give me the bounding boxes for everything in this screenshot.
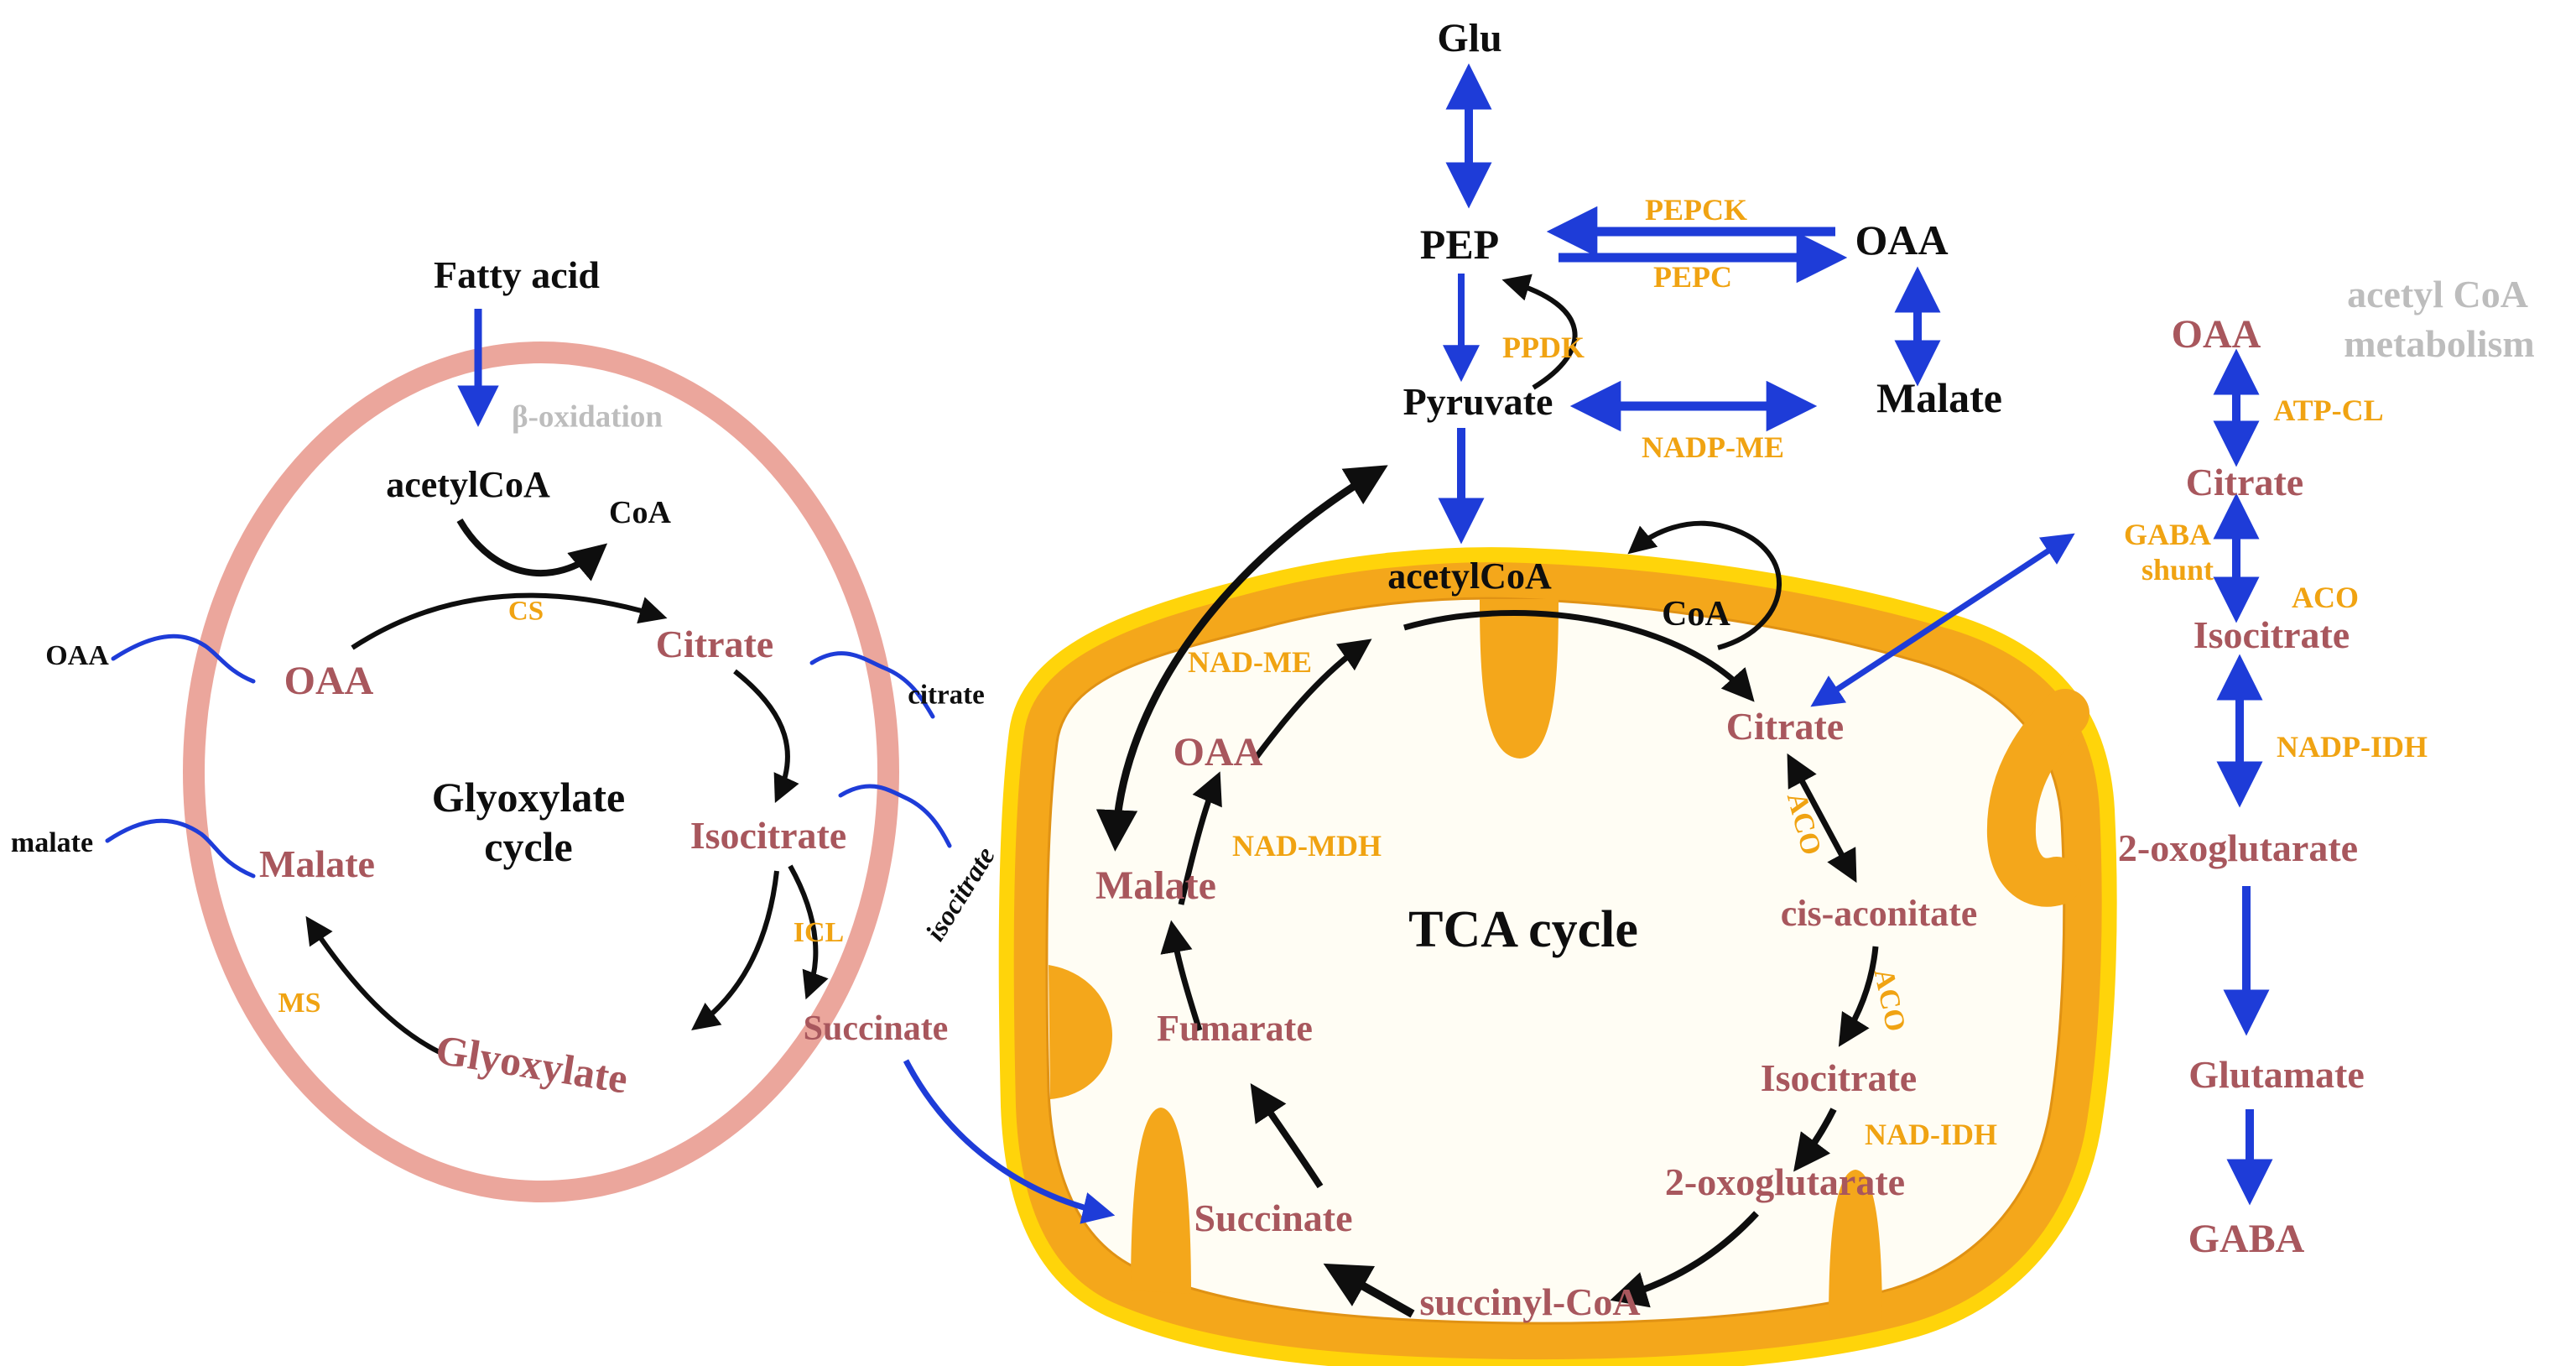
metabolite-glutamate: Glutamate [2188,1053,2365,1096]
label-fatty-acid: Fatty acid [433,253,601,296]
metabolite-cis-aconitate: cis-aconitate [1780,893,1978,934]
enzyme-aco-right: ACO [2292,581,2359,614]
enzyme-ppdk: PPDK [1502,331,1585,364]
acetyl-coa-metabolism-title-line2: metabolism [2344,322,2535,365]
arrow-oaa-to-citrate-cs [351,592,668,650]
arrow-citrate-cisaconitate-aco [1787,753,1857,884]
metabolite-oxoglutarate-right: 2-oxoglutarate [2117,826,2359,869]
arrow-succinate-transfer-to-mitochondrion [903,1059,1116,1224]
transporter-label-malate: malate [10,827,94,858]
enzyme-nadp-idh: NADP-IDH [2277,730,2428,764]
metabolite-malate-cytosol: Malate [1876,374,2002,421]
enzyme-atp-cl: ATP-CL [2273,394,2384,427]
mitochondrion-crista-top [1480,599,1559,759]
metabolite-oxoglutarate-mitochondrion: 2-oxoglutarate [1664,1160,1906,1203]
arrow-isocitrate-to-glyoxylate [691,870,779,1030]
metabolite-succinate-glyoxysome: Succinate [803,1009,949,1048]
arrow-oxoglutarate-to-succinylcoa [1610,1211,1759,1308]
metabolite-succinyl-coa: succinyl-CoA [1419,1280,1641,1323]
metabolite-malate-glyoxysome: Malate [259,842,375,885]
gaba-shunt-label-line2: shunt [2141,553,2214,587]
label-beta-oxidation: β-oxidation [512,399,663,435]
arrow-succinate-to-fumarate [1250,1083,1324,1189]
arrow-isocitrate-to-oxoglutarate-nadidh [1793,1108,1837,1172]
enzyme-cs: CS [507,596,544,627]
metabolite-coa-glyoxysome: CoA [609,495,671,530]
metabolite-citrate-glyoxysome: Citrate [655,623,774,665]
arrow-pyruvate-to-pep-ppdk [1501,274,1578,390]
arrow-succinylcoa-to-succinate [1323,1263,1415,1318]
arrow-pyruvate-malate-nadme [1095,465,1388,852]
mitochondrion-crista-right [1986,689,2089,907]
enzyme-ms: MS [278,988,321,1019]
enzyme-icl: ICL [793,917,845,948]
metabolite-acetylcoa-mitochondrion: acetylCoA [1387,555,1552,597]
transporter-squiggle-oaa [111,633,256,684]
glyoxylate-cycle-title-line1: Glyoxylate [431,774,626,821]
arrow-gaba-shunt-link [1810,533,2075,707]
transporter-label-citrate: citrate [908,680,985,711]
enzyme-nad-mdh: NAD-MDH [1232,829,1382,863]
metabolite-glu: Glu [1437,16,1502,60]
mitochondrion-crista-left [1049,965,1112,1099]
metabolite-oaa-cytosol: OAA [1855,216,1949,263]
metabolite-pyruvate: Pyruvate [1402,380,1553,423]
enzyme-nad-me: NAD-ME [1188,645,1312,679]
metabolite-isocitrate-glyoxysome: Isocitrate [690,814,847,857]
metabolite-pep: PEP [1419,221,1500,268]
arrow-coa-release-loop [1627,520,1782,650]
metabolite-oaa-right: OAA [2171,312,2261,357]
enzyme-nad-idh: NAD-IDH [1865,1118,1997,1151]
metabolite-citrate-mitochondrion: Citrate [1725,705,1845,748]
transporter-squiggle-malate [105,818,256,879]
metabolite-acetylcoa-glyoxysome: acetylCoA [386,464,550,505]
enzyme-nadp-me: NADP-ME [1642,430,1784,464]
transporter-label-oaa: OAA [45,640,109,671]
arrow-citrate-to-isocitrate-glyoxysome [733,669,799,804]
arrow-malate-to-oaa-nadmdh [1178,771,1222,905]
acetyl-coa-metabolism-title-line1: acetyl CoA [2347,273,2528,315]
arrow-acetylcoa-to-coa-glyoxysome [456,518,608,581]
metabolite-fumarate: Fumarate [1157,1008,1313,1049]
metabolite-citrate-right: Citrate [2185,461,2304,503]
glyoxysome-membrane [183,342,899,1202]
mitochondrion-crista-bottom-left [1131,1108,1191,1294]
transporter-squiggle-isocitrate [838,784,952,848]
tca-cycle-title: TCA cycle [1408,901,1638,958]
enzyme-pepc: PEPC [1653,260,1732,294]
arrow-isocitrate-to-succinate-icl [788,864,829,1000]
arrow-glyoxylate-to-malate-ms [305,915,441,1055]
metabolite-oaa-mitochondrion: OAA [1173,730,1263,774]
enzyme-pepck: PEPCK [1645,193,1747,227]
metabolite-isocitrate-right: Isocitrate [2193,613,2350,656]
gaba-shunt-label-line1: GABA [2123,518,2212,551]
arrow-acetylcoa-to-citrate-tca [1403,609,1755,702]
glyoxylate-cycle-title-line2: cycle [484,823,573,870]
mitochondrion-crista-bottom-right [1829,1170,1882,1324]
metabolite-malate-mitochondrion: Malate [1095,863,1216,908]
transporter-squiggle-citrate [809,651,935,719]
metabolite-oaa-glyoxysome: OAA [284,659,374,703]
metabolite-succinate-mitochondrion: Succinate [1194,1197,1353,1239]
arrow-cisaconitate-to-isocitrate-aco [1838,946,1879,1047]
arrow-oaa-to-acetylcoa-junction [1254,639,1372,759]
arrow-fumarate-to-malate [1160,920,1203,1032]
metabolite-gaba: GABA [2188,1217,2305,1261]
metabolite-isocitrate-mitochondrion: Isocitrate [1760,1056,1918,1099]
metabolite-coa-mitochondrion: CoA [1662,595,1730,633]
